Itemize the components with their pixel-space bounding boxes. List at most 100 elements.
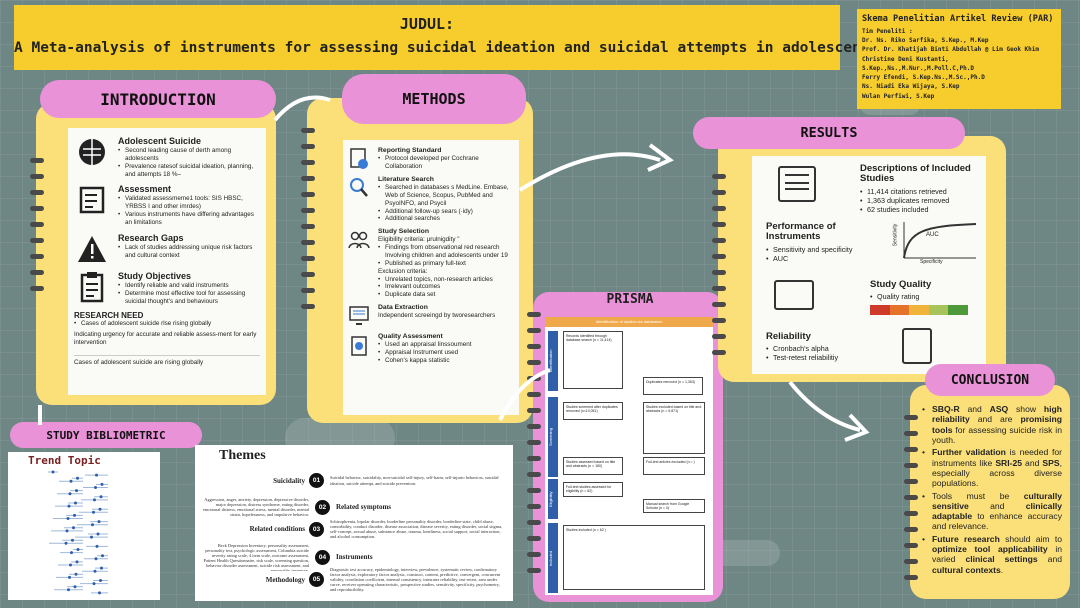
bibliometric-title: STUDY BIBLIOMETRIC	[10, 422, 202, 448]
team-member: Dr. Ns. Riko Sarfika, S.Kep., M.Kep	[862, 37, 989, 44]
prisma-fulltext-text: Studies assessed based on title and abst…	[566, 460, 616, 469]
trend-point	[97, 520, 101, 524]
methods-bullet: Additional follow-up sears (·idy)	[378, 208, 514, 216]
methods-section-heading: Literature Search	[378, 176, 434, 183]
poster-title: A Meta-analysis of instruments for asses…	[14, 40, 879, 56]
conclusion-text: optimize tool applicability	[932, 544, 1048, 555]
conclusion-text: for assessing suicide risk in youth.	[932, 424, 1062, 445]
trend-point	[71, 538, 74, 542]
trend-point	[67, 504, 71, 508]
introduction-footer: Cases of adolescent suicide are rising g…	[74, 355, 260, 367]
binder-rings	[527, 312, 541, 584]
trend-topic-title: Trend Topic	[28, 454, 101, 467]
conclusion-text: and are	[969, 414, 1021, 425]
theme-text: Beck Depression Inventory, personality a…	[203, 543, 309, 571]
conclusion-text: in varied	[932, 544, 1063, 565]
methods-section: Literature SearchSearched in databases s…	[348, 176, 514, 223]
conclusion-text: and	[1037, 554, 1062, 565]
trend-point	[72, 526, 75, 530]
globe-head-icon	[74, 136, 110, 168]
conclusion-text: Tools must be	[932, 490, 1024, 501]
auc-label: AUC	[926, 232, 939, 238]
prisma-identified-box: Records identified through database sear…	[563, 331, 623, 389]
conclusion-text: Future research	[932, 533, 1000, 544]
team-member: Prof. Dr. Khatijah Binti Abdullah @ Lim …	[862, 46, 1040, 54]
intro-bullet: Prevalence ratesof suicidal ideation, pl…	[118, 163, 260, 179]
auc-chart: AUC Specificity Sensitivity	[892, 220, 980, 266]
intro-section-list: Validated assessmeme1 tools: SIS HBSC, Y…	[118, 195, 260, 226]
trend-point	[69, 563, 72, 567]
performance-block: Performance of Instruments Sensitivity a…	[766, 222, 866, 263]
trend-point	[65, 529, 69, 533]
theme-number: 03	[309, 521, 324, 537]
trend-point	[96, 532, 100, 536]
prisma-excluded-text: Studies excluded based on title and abst…	[646, 405, 702, 414]
conclusion-text: show	[1008, 404, 1044, 414]
conclusion-content: SBQ-R and ASQ show high reliability and …	[922, 404, 1062, 594]
conclusion-text: should aim to	[999, 533, 1062, 544]
quality-bullet: Quality rating	[870, 292, 978, 301]
intro-section-text: Research GapsLack of studies addressing …	[118, 233, 260, 265]
title-banner: JUDUL: A Meta-analysis of instruments fo…	[14, 5, 879, 70]
conclusion-text: SPS	[1042, 457, 1060, 468]
magnifier-icon	[348, 176, 370, 200]
reliability-heading: Reliability	[766, 331, 811, 342]
people-icon	[348, 228, 370, 252]
intro-bullet: Various instruments have differing advan…	[118, 211, 260, 227]
clipboard-check-icon	[902, 328, 932, 364]
trend-point	[98, 507, 102, 511]
introduction-title: INTRODUCTION	[40, 80, 276, 118]
intro-bullet: Second leading cause of derth among adol…	[118, 147, 260, 163]
methods-list: Searched in databases s MedLine. Embase,…	[378, 184, 514, 223]
intro-section: Adolescent SuicideSecond leading cause o…	[74, 136, 260, 178]
methods-line: Independent screeingd by tworesearchers	[378, 312, 496, 320]
trend-point	[92, 582, 96, 586]
prisma-stage-label: Eligibility	[548, 479, 558, 519]
prisma-duplicates-text: Duplicates removed (n = 1,363)	[646, 380, 695, 384]
methods-list: Findings from observational red research…	[378, 244, 514, 268]
prisma-stage-label: Included	[548, 523, 558, 593]
descriptions-bullet: 11,414 citations retrieved	[860, 187, 980, 196]
checklist-icon	[74, 184, 110, 216]
descriptions-block: Descriptions of Included Studies 11,414 …	[860, 164, 980, 214]
intro-section-heading: Research Gaps	[118, 232, 184, 243]
conclusion-text: cultural contexts	[932, 564, 1001, 575]
introduction-content: Adolescent SuicideSecond leading cause o…	[68, 128, 266, 395]
prisma-screened-text: Studies screened after duplicates remove…	[566, 405, 618, 414]
prisma-stage-label: Screening	[548, 397, 558, 477]
methods-section-heading: Study Selection	[378, 228, 429, 236]
trend-point	[99, 495, 103, 499]
intro-bullet: Validated assessmeme1 tools: SIS HBSC, Y…	[118, 195, 260, 211]
trend-point	[66, 517, 70, 520]
trend-point	[68, 492, 72, 496]
intro-section-list: Second leading cause of derth among adol…	[118, 147, 260, 178]
prisma-stage-label: Identification	[548, 331, 558, 391]
theme-number: 01	[309, 473, 324, 488]
methods-bullet: Additional searches	[378, 215, 514, 223]
trend-topic-chart: Trend Topic	[8, 452, 160, 600]
results-title: RESULTS	[693, 117, 965, 149]
conclusion-text: , especially across diverse populations.	[932, 457, 1062, 489]
conclusion-text: and	[968, 500, 1026, 511]
trend-point	[99, 579, 102, 582]
methods-bullet: Searched in databases s MedLine. Embase,…	[378, 184, 514, 208]
methods-section-heading: Quality Assessment	[378, 333, 443, 341]
methods-bullet: Used an appraisal Iinssoument	[378, 341, 471, 349]
trend-point	[76, 476, 79, 480]
methods-bullet: Irrelevant outcomes	[378, 283, 514, 291]
research-need-heading: RESEARCH NEED	[74, 311, 144, 321]
trend-point	[101, 554, 104, 558]
methods-bullet: Findings from observational red research…	[378, 244, 514, 260]
descriptions-heading: Descriptions of Included Studies	[860, 163, 971, 184]
trend-point	[51, 470, 55, 474]
sensitivity-label: Sensitivity	[892, 223, 899, 247]
conclusion-text: Further validation	[932, 447, 1006, 458]
conclusion-text: SBQ-R	[932, 404, 960, 414]
